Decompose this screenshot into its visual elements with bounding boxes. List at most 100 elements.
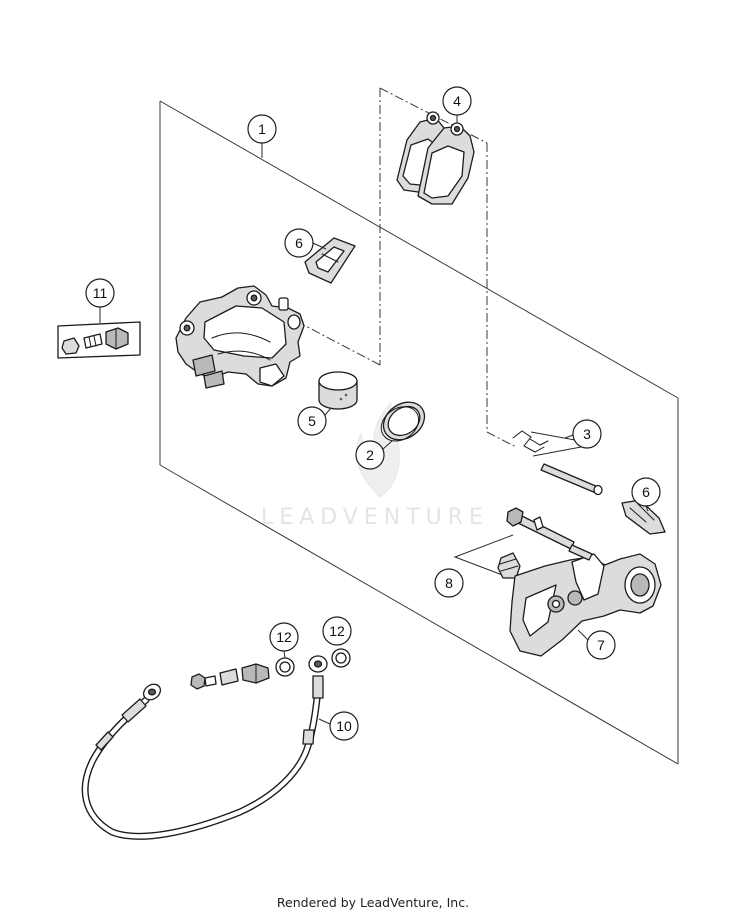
callout-1[interactable]: 1	[247, 114, 277, 144]
washer-inner	[335, 652, 347, 664]
guide-pin-collar	[533, 516, 544, 531]
callout-5[interactable]: 5	[297, 406, 327, 436]
caliper-slide-pin	[203, 370, 225, 389]
brake-pads	[396, 111, 475, 205]
pad-spring-detail	[629, 503, 655, 523]
guide-pin-set	[453, 507, 575, 579]
caliper-face	[203, 305, 287, 359]
seal-edge	[380, 406, 420, 442]
banjo-fitting	[219, 668, 239, 686]
callout-number: 4	[453, 93, 461, 109]
watermark-text: LEADVENTURE	[261, 505, 489, 530]
seal-inner	[387, 405, 421, 437]
callout-4[interactable]: 4	[442, 86, 472, 116]
callout-3[interactable]: 3	[572, 419, 602, 449]
brake-pad-front-lining	[423, 145, 465, 199]
callout-12-left[interactable]: 12	[269, 622, 299, 652]
guide-pin	[515, 514, 575, 550]
hose-banjo-left-hole	[147, 688, 157, 696]
pad-pin-end	[593, 484, 603, 496]
callout-10[interactable]: 10	[329, 711, 359, 741]
callout-number: 6	[295, 235, 303, 251]
sealing-washer-left	[275, 657, 295, 677]
piston-face	[318, 371, 358, 391]
callout-number: 3	[583, 426, 591, 442]
callout-circle[interactable]	[329, 711, 359, 741]
pad-spring-top	[304, 237, 356, 284]
guide-pin-head	[506, 507, 524, 527]
callout-number: 5	[308, 413, 316, 429]
leader-5	[324, 407, 332, 416]
caliper-lower-ear	[259, 363, 285, 387]
caliper-pin-hole	[287, 314, 301, 330]
brake-caliper	[175, 285, 305, 389]
bracket-bolt-boss	[567, 590, 583, 606]
hose-banjo-right-hole	[313, 660, 323, 668]
callout-circle[interactable]	[586, 630, 616, 660]
callout-number: 6	[642, 484, 650, 500]
bleeder-cap	[61, 337, 80, 355]
callout-circle[interactable]	[247, 114, 277, 144]
bleeder-nipple	[83, 333, 103, 349]
callout-circle[interactable]	[631, 477, 661, 507]
callout-2[interactable]: 2	[355, 440, 385, 470]
callout-11[interactable]: 11	[85, 278, 115, 308]
guide-pin-boot-rib	[499, 558, 519, 572]
outline-top	[159, 100, 679, 399]
callout-circle[interactable]	[355, 440, 385, 470]
leader-6-right	[645, 505, 649, 512]
caliper-lug-hole-inner	[183, 324, 191, 332]
callout-7[interactable]: 7	[586, 630, 616, 660]
outline-dashed-top	[379, 87, 488, 144]
bleeder-body	[105, 327, 129, 350]
caliper-bleeder-port	[278, 297, 289, 311]
banjo-bolt-set	[190, 663, 270, 690]
leader-lines	[99, 115, 649, 725]
leader-6-top	[312, 242, 327, 250]
leader-2	[382, 440, 393, 450]
leader-10	[318, 718, 331, 725]
banjo-bolt-thread	[204, 675, 217, 687]
hose-sleeve-right	[302, 729, 315, 745]
callout-6-top[interactable]: 6	[284, 228, 314, 258]
leader-7	[577, 629, 589, 641]
callout-circle[interactable]	[434, 568, 464, 598]
callout-circle[interactable]	[572, 419, 602, 449]
outline-bottom	[159, 464, 679, 765]
hose-outer	[81, 686, 322, 840]
brake-hose	[81, 655, 328, 840]
callout-circle[interactable]	[284, 228, 314, 258]
brake-pad-hole-inner	[453, 125, 461, 133]
hose-inner	[83, 687, 321, 839]
callout-8[interactable]: 8	[434, 568, 464, 598]
piston	[318, 371, 358, 410]
caliper-slide-pin	[192, 354, 216, 377]
pad-spring-fold	[321, 253, 339, 263]
callout-number: 12	[276, 629, 292, 645]
guide-pin-boot	[497, 552, 521, 579]
washer-inner	[279, 661, 291, 673]
piston-seal	[380, 401, 426, 442]
outline-dashed-to-caliper	[297, 321, 381, 366]
callout-circle[interactable]	[297, 406, 327, 436]
callout-12-right[interactable]: 12	[322, 616, 352, 646]
bracket-axle-hole-inner	[630, 573, 650, 597]
callout-6-right[interactable]: 6	[631, 477, 661, 507]
leader-3	[564, 434, 574, 439]
pad-pin	[540, 463, 599, 494]
bracket-arm	[571, 553, 605, 601]
callout-circle[interactable]	[442, 86, 472, 116]
callout-circle[interactable]	[269, 622, 299, 652]
callout-circle[interactable]	[322, 616, 352, 646]
callout-number: 1	[258, 121, 266, 137]
caliper-lug-hole-inner	[250, 294, 258, 302]
caliper-bracket	[509, 544, 662, 657]
callout-number: 7	[597, 637, 605, 653]
assembly-outline	[159, 87, 679, 765]
callout-circle[interactable]	[85, 278, 115, 308]
pin-retaining-clip	[512, 430, 549, 453]
piston-dot	[344, 393, 348, 397]
footer-credit: Rendered by LeadVenture, Inc.	[277, 895, 469, 910]
bracket-cutout	[522, 584, 557, 637]
